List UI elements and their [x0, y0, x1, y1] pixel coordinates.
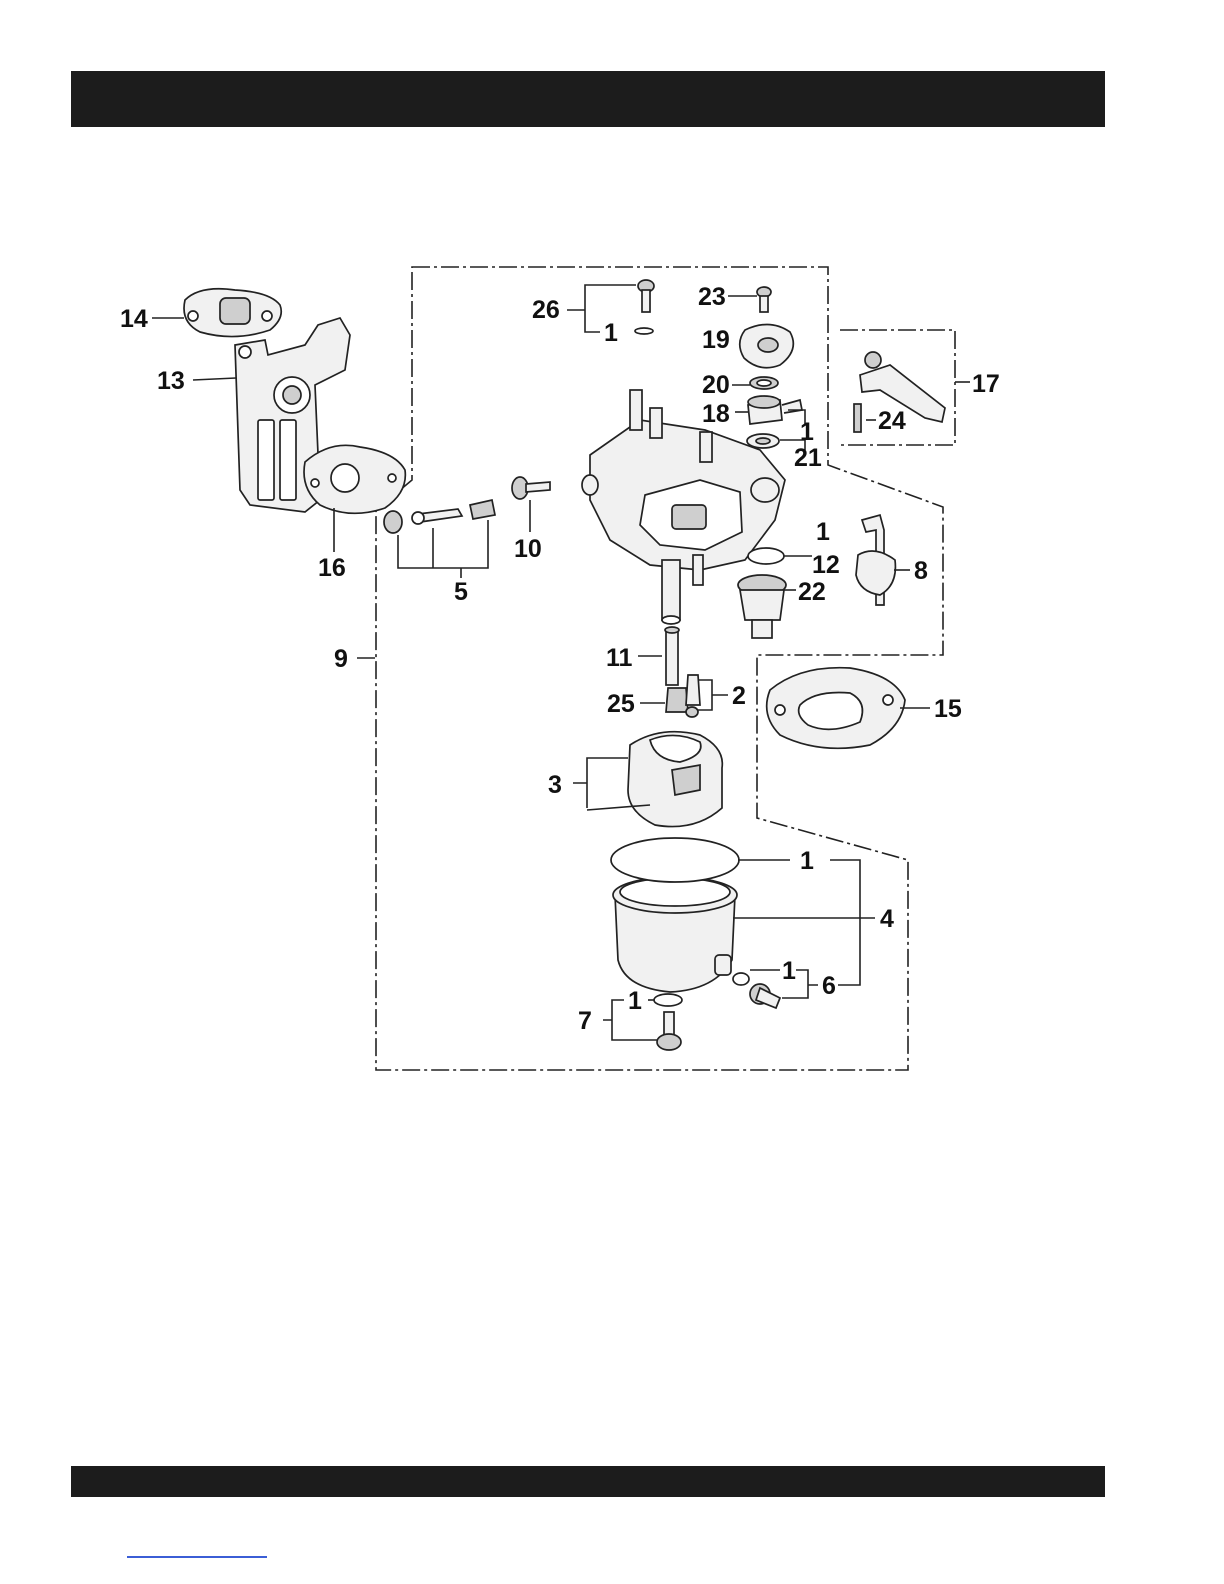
part-24-pin: [854, 404, 861, 432]
callout-5: 5: [454, 578, 468, 606]
callout-1-e: 1: [782, 957, 796, 985]
callout-23: 23: [698, 283, 726, 311]
callout-1-b: 1: [800, 418, 814, 446]
part-2-float-valve: [686, 675, 700, 717]
callout-12: 12: [812, 551, 840, 579]
footer-rule: [127, 1556, 267, 1558]
callout-15: 15: [934, 695, 962, 723]
callout-20: 20: [702, 371, 730, 399]
callout-1-f: 1: [628, 987, 642, 1015]
callout-8: 8: [914, 557, 928, 585]
part-8-holder: [856, 515, 895, 605]
callout-21: 21: [794, 444, 822, 472]
part-22-jet-holder: [738, 575, 786, 638]
callout-16: 16: [318, 554, 346, 582]
callout-4: 4: [880, 905, 894, 933]
part-19-cover: [740, 324, 794, 367]
part-1-oring-a: [635, 328, 653, 334]
callout-7: 7: [578, 1007, 592, 1035]
callout-11: 11: [606, 644, 633, 672]
callout-14: 14: [120, 305, 148, 333]
callout-3: 3: [548, 771, 562, 799]
part-16-gasket: [304, 445, 405, 513]
part-10-screw: [512, 477, 550, 499]
part-1-drain-washer: [733, 973, 749, 985]
callout-18: 18: [702, 400, 730, 428]
part-11-nozzle: [665, 627, 679, 685]
callout-26: 26: [532, 296, 560, 324]
callout-1-d: 1: [800, 847, 814, 875]
part-23-screw: [757, 287, 771, 312]
callout-10: 10: [514, 535, 542, 563]
callout-19: 19: [702, 326, 730, 354]
part-6-drain-screw: [750, 984, 780, 1008]
part-15-gasket: [767, 668, 905, 749]
callout-13: 13: [157, 367, 185, 395]
part-4-float-chamber: [613, 877, 737, 992]
part-7-bolt: [657, 1012, 681, 1050]
callout-22: 22: [798, 578, 826, 606]
callout-9: 9: [334, 645, 348, 673]
callout-25: 25: [607, 690, 635, 718]
callout-1-a: 1: [604, 319, 618, 347]
part-12-oring: [748, 548, 784, 564]
part-20-spring: [750, 377, 778, 389]
callout-2: 2: [732, 682, 746, 710]
part-3-float: [587, 732, 722, 827]
callout-6: 6: [822, 972, 836, 1000]
part-5-pilot-screw-set: [384, 500, 495, 533]
callout-17: 17: [972, 370, 1000, 398]
part-14-gasket: [184, 289, 281, 337]
callout-1-c: 1: [816, 518, 830, 546]
part-1-bolt-washer: [654, 994, 682, 1006]
part-25-jet: [666, 688, 688, 712]
part-1-chamber-gasket: [611, 838, 739, 882]
footer-bar: [71, 1466, 1105, 1497]
part-26-screw: [638, 280, 654, 312]
callout-24: 24: [878, 407, 906, 435]
part-21-washer: [747, 434, 779, 448]
